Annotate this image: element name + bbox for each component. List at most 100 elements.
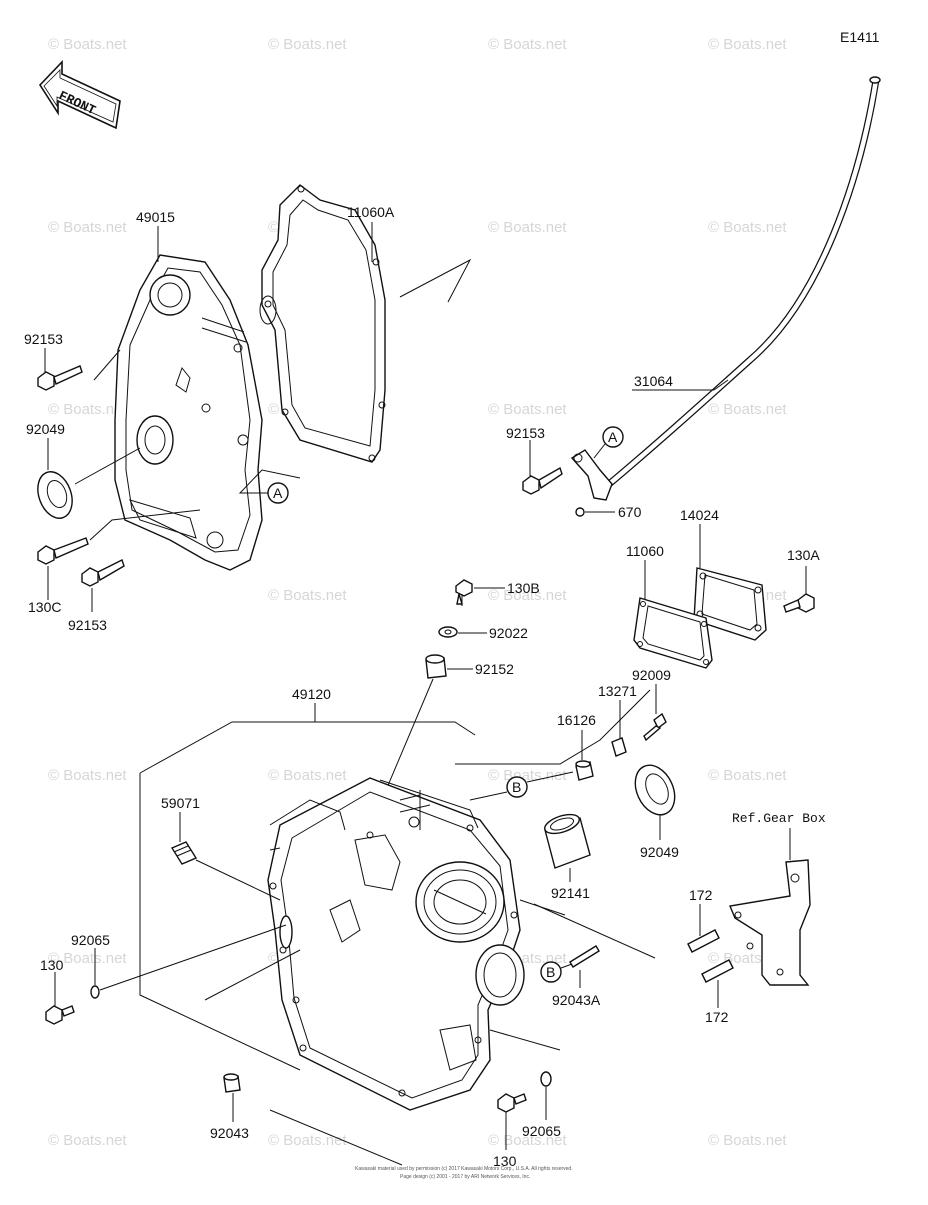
part-label-130B: 130B <box>507 580 540 596</box>
part-label-31064: 31064 <box>634 373 673 389</box>
watermark: © Boats.net <box>48 767 127 784</box>
washer-92022 <box>438 626 458 638</box>
leader-line <box>713 379 729 391</box>
part-label-11060: 11060 <box>626 543 664 559</box>
oil-seal-92049-left <box>37 471 73 519</box>
part-label-92153-top: 92153 <box>24 331 63 347</box>
leader-line <box>533 903 656 959</box>
leader-line <box>269 1109 403 1166</box>
part-label-172-bottom: 172 <box>705 1009 729 1025</box>
stud-172-top <box>687 929 720 953</box>
sleeve-16126 <box>575 760 594 781</box>
gasket-11060 <box>633 597 713 669</box>
washer-92065-left <box>90 985 100 999</box>
watermark: © Boats.net <box>708 401 787 418</box>
watermark: © Boats.net <box>708 1132 787 1149</box>
plug-13271 <box>611 737 627 757</box>
watermark: © Boats.net <box>48 950 127 967</box>
watermark: © Boats.net <box>48 36 127 53</box>
grommet-92152 <box>425 654 447 679</box>
part-label-670: 670 <box>618 504 642 520</box>
diagram-code: E1411 <box>840 29 880 45</box>
callout-b-letter: B <box>512 779 521 795</box>
tube-bracket <box>570 449 613 501</box>
leader-line <box>99 924 287 991</box>
part-label-16126: 16126 <box>557 712 596 728</box>
part-label-130A: 130A <box>787 547 820 563</box>
leader-line <box>204 949 301 1001</box>
callout-a-letter: A <box>273 485 283 501</box>
watermark: © Boats.net <box>48 1132 127 1149</box>
watermark: © Boats.net <box>708 36 787 53</box>
leader-line <box>469 791 508 801</box>
bolt-130B <box>455 579 473 606</box>
part-label-92043: 92043 <box>210 1125 249 1141</box>
dowel-92043 <box>223 1073 241 1093</box>
leader-line <box>455 689 651 765</box>
gasket-11060A <box>259 184 386 463</box>
callout-a-left: A <box>267 482 289 504</box>
leader-line <box>139 773 301 1071</box>
part-label-92049-left: 92049 <box>26 421 65 437</box>
part-label-92141: 92141 <box>551 885 590 901</box>
watermark: © Boats.net <box>488 219 567 236</box>
watermark: © Boats.net <box>48 401 127 418</box>
leader-line <box>89 509 201 541</box>
part-label-130-bottom: 130 <box>493 1153 517 1169</box>
bolt-130-left <box>45 1005 75 1025</box>
stud-172-bottom <box>701 959 734 983</box>
part-label-92022: 92022 <box>489 625 528 641</box>
leader-line <box>560 963 573 969</box>
leader-line <box>139 721 476 774</box>
part-label-92152: 92152 <box>475 661 514 677</box>
part-label-92065-bottom: 92065 <box>522 1123 561 1139</box>
part-label-49120: 49120 <box>292 686 331 702</box>
part-label-130-left: 130 <box>40 957 64 973</box>
part-label-92043A: 92043A <box>552 992 601 1008</box>
part-label-49015: 49015 <box>136 209 175 225</box>
callout-a-right: A <box>602 426 624 448</box>
o-ring-670 <box>575 507 585 517</box>
watermark: © Boats.net <box>268 587 347 604</box>
leader-line <box>74 447 141 485</box>
footer-page-design: Page design (c) 2001 - 2017 by ARI Netwo… <box>400 1174 530 1180</box>
oil-seal-92049-right <box>634 764 676 816</box>
part-label-172-top: 172 <box>689 887 713 903</box>
bolt-130-bottom <box>497 1093 527 1113</box>
plug-59071 <box>170 841 198 865</box>
watermark: © Boats.net <box>708 219 787 236</box>
watermark: © Boats.net <box>708 767 787 784</box>
washer-92065-bottom <box>540 1071 552 1087</box>
bolt-92153-top <box>37 365 83 391</box>
dipstick-tube-31064 <box>598 76 881 494</box>
bolt-92153-mid <box>522 466 563 495</box>
leader-line <box>93 349 121 381</box>
leader-line <box>526 771 574 783</box>
part-label-92065-left: 92065 <box>71 932 110 948</box>
callout-b-lower: B <box>540 961 562 983</box>
part-label-59071: 59071 <box>161 795 200 811</box>
footer-copyright: Kawasaki material used by permission (c)… <box>355 1166 573 1172</box>
bolt-130A <box>783 593 815 613</box>
part-label-14024: 14024 <box>680 507 719 523</box>
callout-b-upper: B <box>506 776 528 798</box>
leader-line <box>593 443 606 459</box>
part-label-92153-mid: 92153 <box>506 425 545 441</box>
watermark: © Boats.net <box>268 36 347 53</box>
front-cover-49015 <box>114 254 263 571</box>
reference-note: Ref.Gear Box <box>732 811 826 826</box>
front-arrow-icon: FRONT <box>38 60 121 130</box>
callout-a-letter: A <box>608 429 618 445</box>
part-label-92049-right: 92049 <box>640 844 679 860</box>
bolt-92153-bottom <box>81 559 125 587</box>
bolt-130C <box>37 537 89 565</box>
part-label-92009: 92009 <box>632 667 671 683</box>
leader-line <box>195 859 281 901</box>
watermark: © Boats.net <box>488 401 567 418</box>
screw-92009 <box>643 712 667 742</box>
watermark: © Boats.net <box>488 767 567 784</box>
leader-line <box>399 258 472 303</box>
gear-box-bracket <box>729 859 811 986</box>
